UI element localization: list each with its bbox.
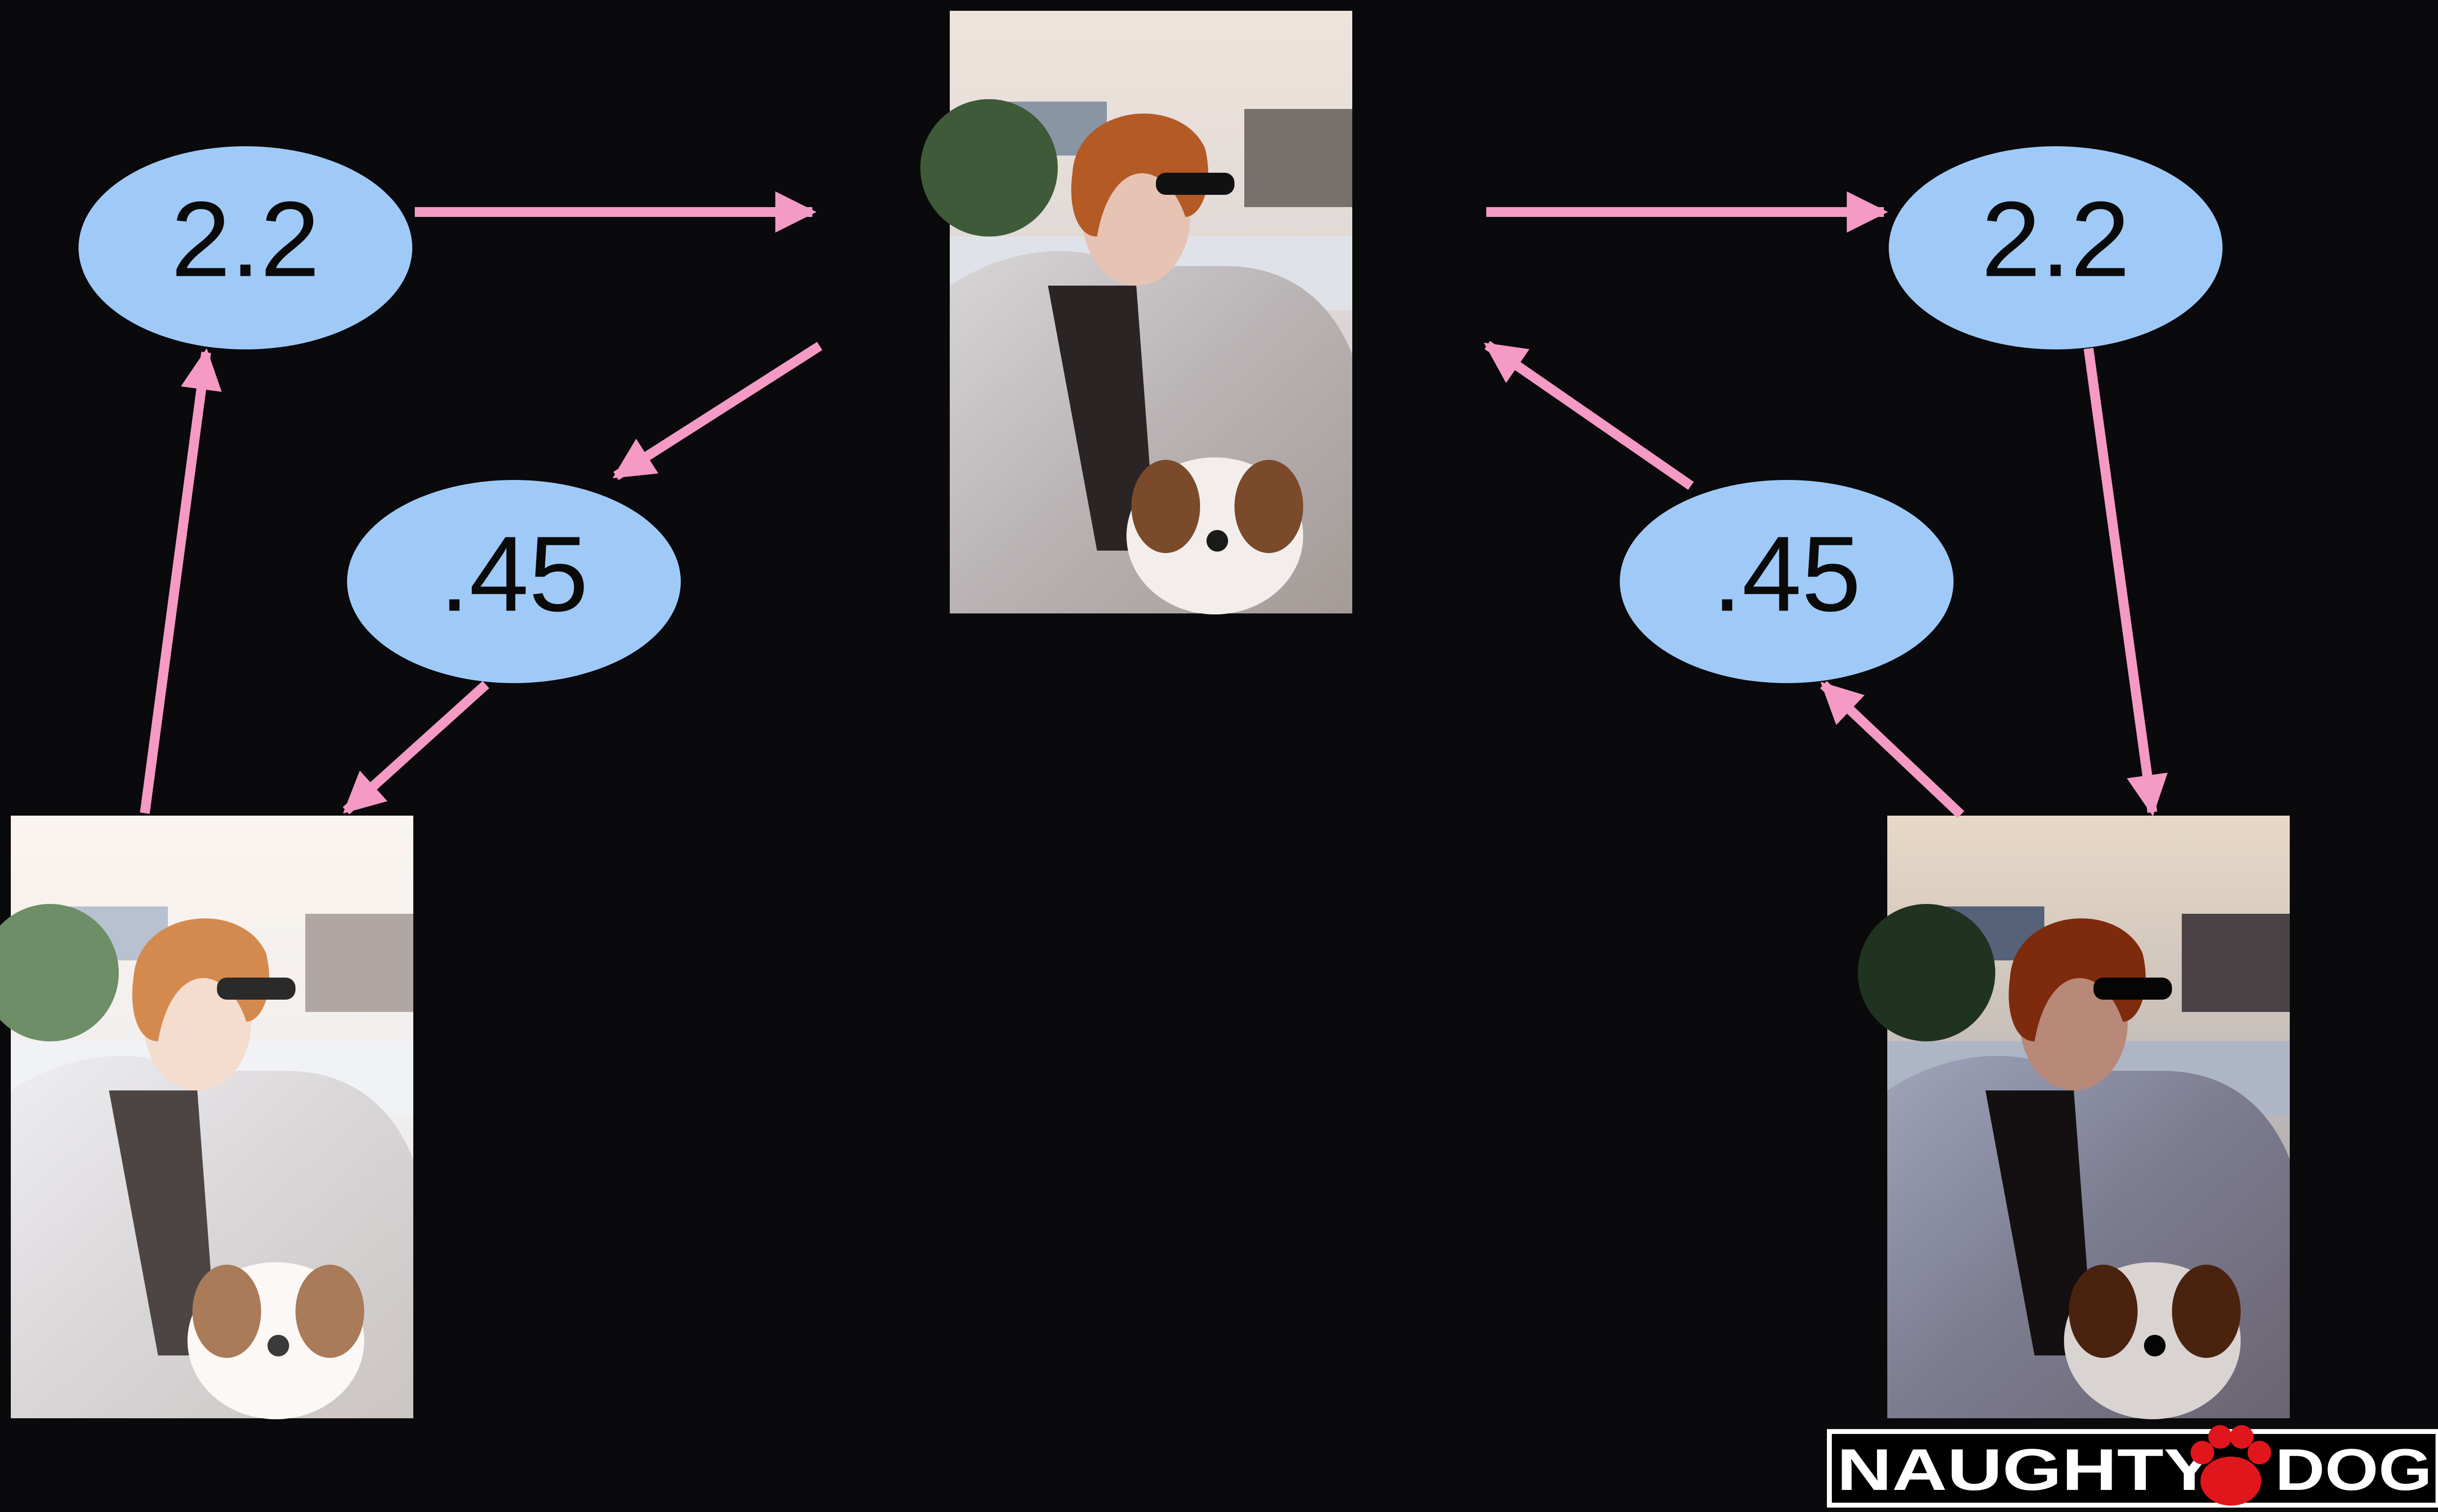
node-ellipse — [79, 146, 412, 349]
edges — [140, 191, 2168, 819]
dog-ear-shape — [2172, 1265, 2241, 1358]
node-ellipse — [1889, 146, 2223, 349]
photo-bottom-right — [1858, 816, 2290, 1419]
arrow-photo-left-to-gamma-left — [140, 348, 222, 814]
building-shape — [305, 914, 413, 1012]
arrow-center-to-inverse-left — [612, 342, 823, 480]
node-label: 2.2 — [171, 180, 320, 299]
dog-ear-shape — [1234, 460, 1303, 553]
dog-nose-shape — [2144, 1335, 2166, 1356]
hair-shape — [2009, 918, 2146, 1041]
node-inverse-right: .45 — [1620, 480, 1954, 683]
photo-bottom-left — [0, 816, 413, 1419]
dog-ear-shape — [295, 1265, 364, 1358]
tree-shape — [0, 904, 119, 1041]
shirt-shape — [1048, 286, 1156, 551]
node-label: .45 — [1712, 515, 1861, 634]
tree-shape — [1858, 904, 1995, 1041]
node-gamma-left: 2.2 — [79, 146, 412, 349]
arrow-gamma-right-to-photo-right — [2084, 347, 2168, 817]
hair-shape — [1071, 113, 1208, 237]
sunglasses-shape — [217, 978, 295, 1000]
dog-ear-shape — [2069, 1265, 2138, 1358]
node-ellipse — [1620, 480, 1954, 683]
building-shape — [2182, 914, 2290, 1012]
sunglasses-shape — [2093, 978, 2172, 1000]
shirt-shape — [1985, 1090, 2093, 1355]
arrow-inverse-right-to-center — [1484, 341, 1694, 490]
shirt-shape — [109, 1090, 217, 1355]
dog-ear-shape — [1131, 460, 1200, 553]
node-inverse-left: .45 — [347, 480, 681, 683]
photo-center — [920, 11, 1352, 614]
node-label: 2.2 — [1981, 180, 2130, 299]
tree-shape — [920, 99, 1058, 237]
arrow-photo-right-to-inverse-right — [1820, 681, 1964, 819]
logo-text-right: DOG — [2275, 1437, 2432, 1503]
dog-ear-shape — [192, 1265, 261, 1358]
dog-nose-shape — [268, 1335, 289, 1356]
node-label: .45 — [439, 515, 588, 634]
dog-nose-shape — [1206, 530, 1228, 552]
building-shape — [1244, 109, 1352, 207]
node-gamma-right: 2.2 — [1889, 146, 2223, 349]
hair-shape — [132, 918, 269, 1041]
logo-band — [1832, 1434, 2436, 1503]
node-ellipse — [347, 480, 681, 683]
arrow-inverse-left-to-photo-left — [343, 681, 489, 815]
sunglasses-shape — [1156, 173, 1234, 195]
logo-text-left: NAUGHTY — [1837, 1437, 2215, 1503]
naughty-dog-logo: NAUGHTY DOG — [1827, 1425, 2438, 1508]
paw-print-icon — [2191, 1425, 2271, 1506]
